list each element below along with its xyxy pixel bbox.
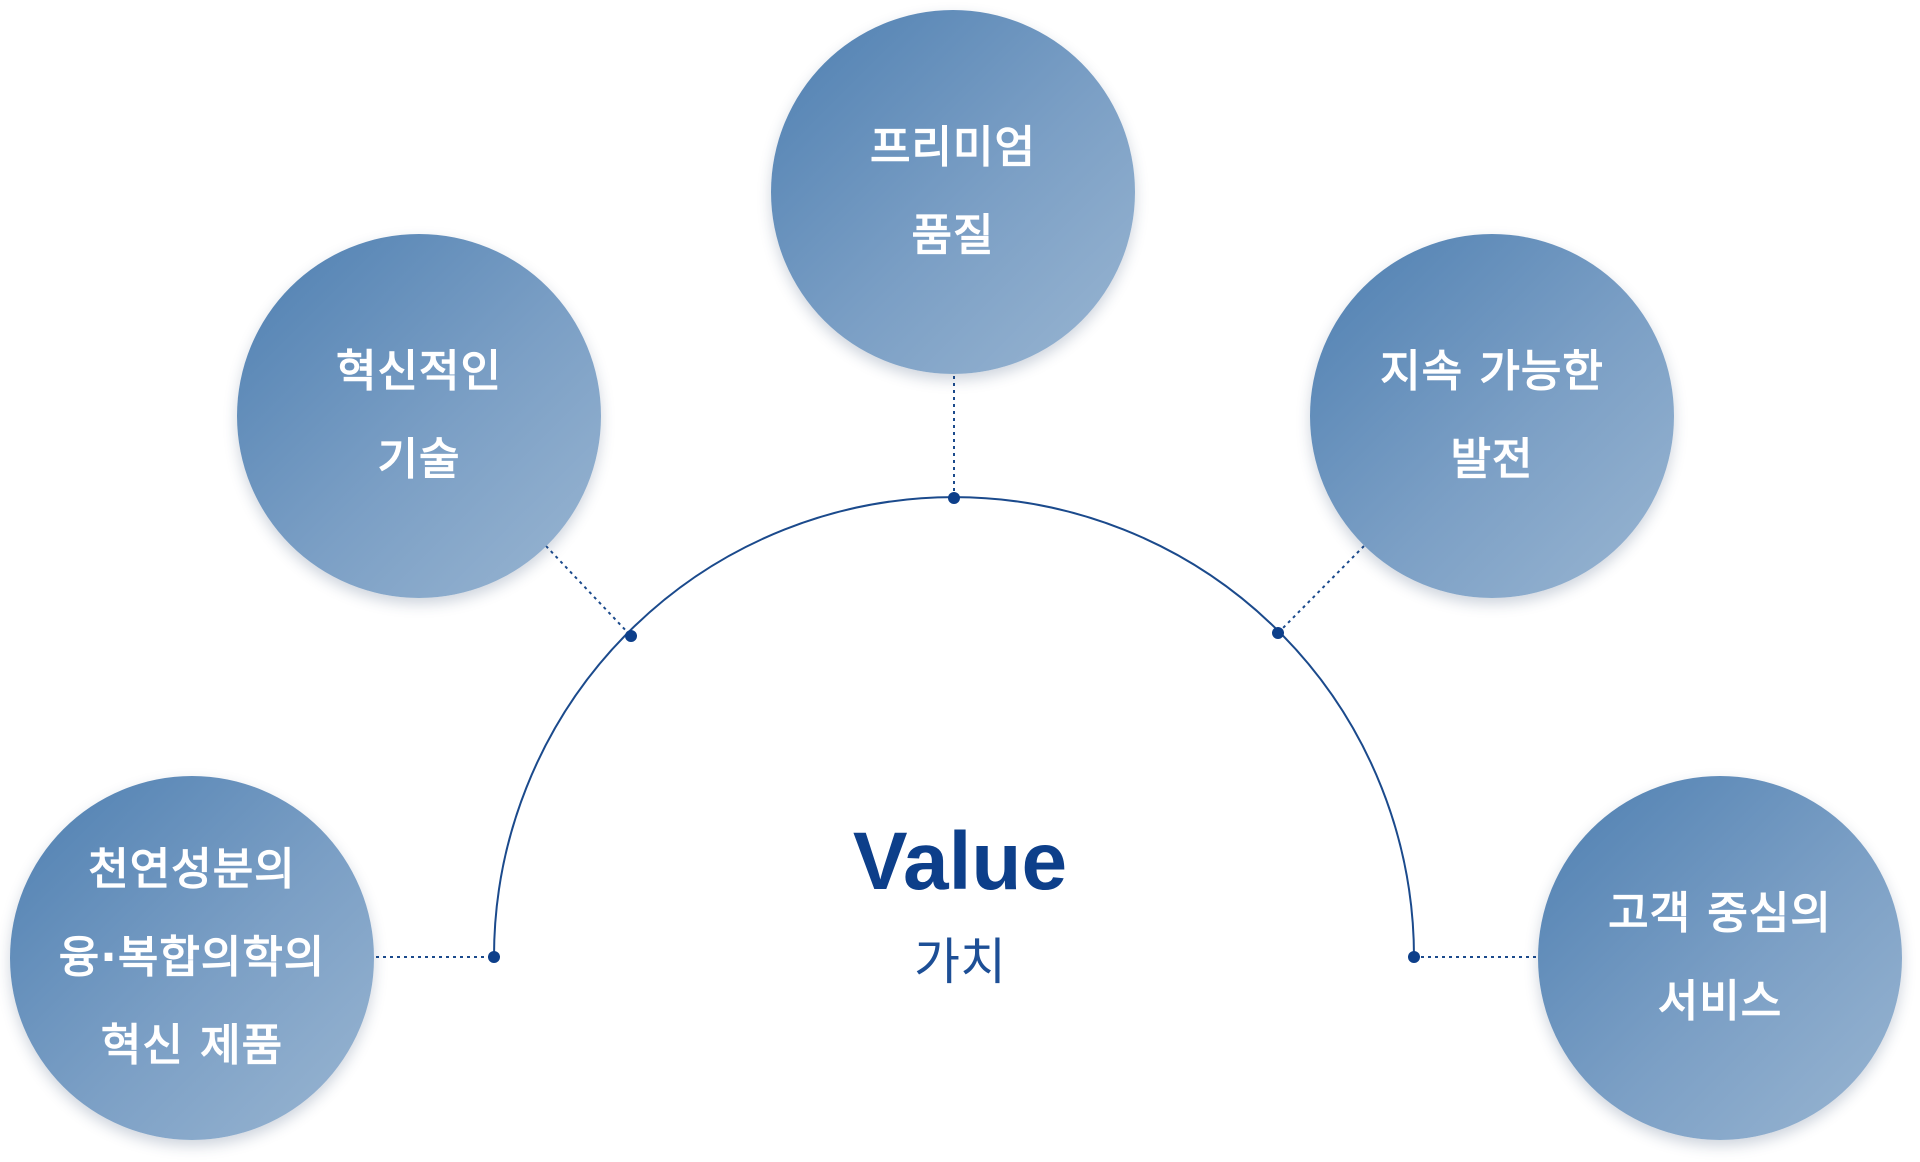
value-node-natural-ingredients: 천연성분의 융·복합의학의 혁신 제품 [10,776,374,1140]
connector-left-top [545,545,632,637]
center-title: Value [852,816,1068,907]
node-text-line: 발전 [1450,434,1534,485]
node-text-line: 혁신 제품 [100,1020,284,1071]
connector-right-top [1277,545,1365,634]
node-text-line: 프리미엄 [870,122,1036,173]
node-text-line: 천연성분의 [88,844,296,895]
value-node-sustainable-development: 지속 가능한 발전 [1310,234,1674,598]
node-text-line: 고객 중심의 [1608,888,1832,939]
value-node-innovative-technology: 혁신적인 기술 [237,234,601,598]
arc-dot-left-bottom [488,951,500,963]
arc-dot-top [948,492,960,504]
node-text-line: 서비스 [1657,976,1783,1027]
node-text-line: 지속 가능한 [1380,346,1604,397]
arc-dot-right-bottom [1408,951,1420,963]
arc-dot-left-top [625,630,637,642]
center-subtitle: 가치 [914,933,1006,991]
value-node-customer-service: 고객 중심의 서비스 [1538,776,1902,1140]
value-node-premium-quality: 프리미엄 품질 [771,10,1135,374]
node-text-line: 기술 [377,434,461,485]
node-text-line: 융·복합의학의 [58,932,326,983]
node-text-line: 혁신적인 [336,346,502,397]
node-text-line: 품질 [911,210,995,261]
arc-dot-right-top [1272,627,1284,639]
